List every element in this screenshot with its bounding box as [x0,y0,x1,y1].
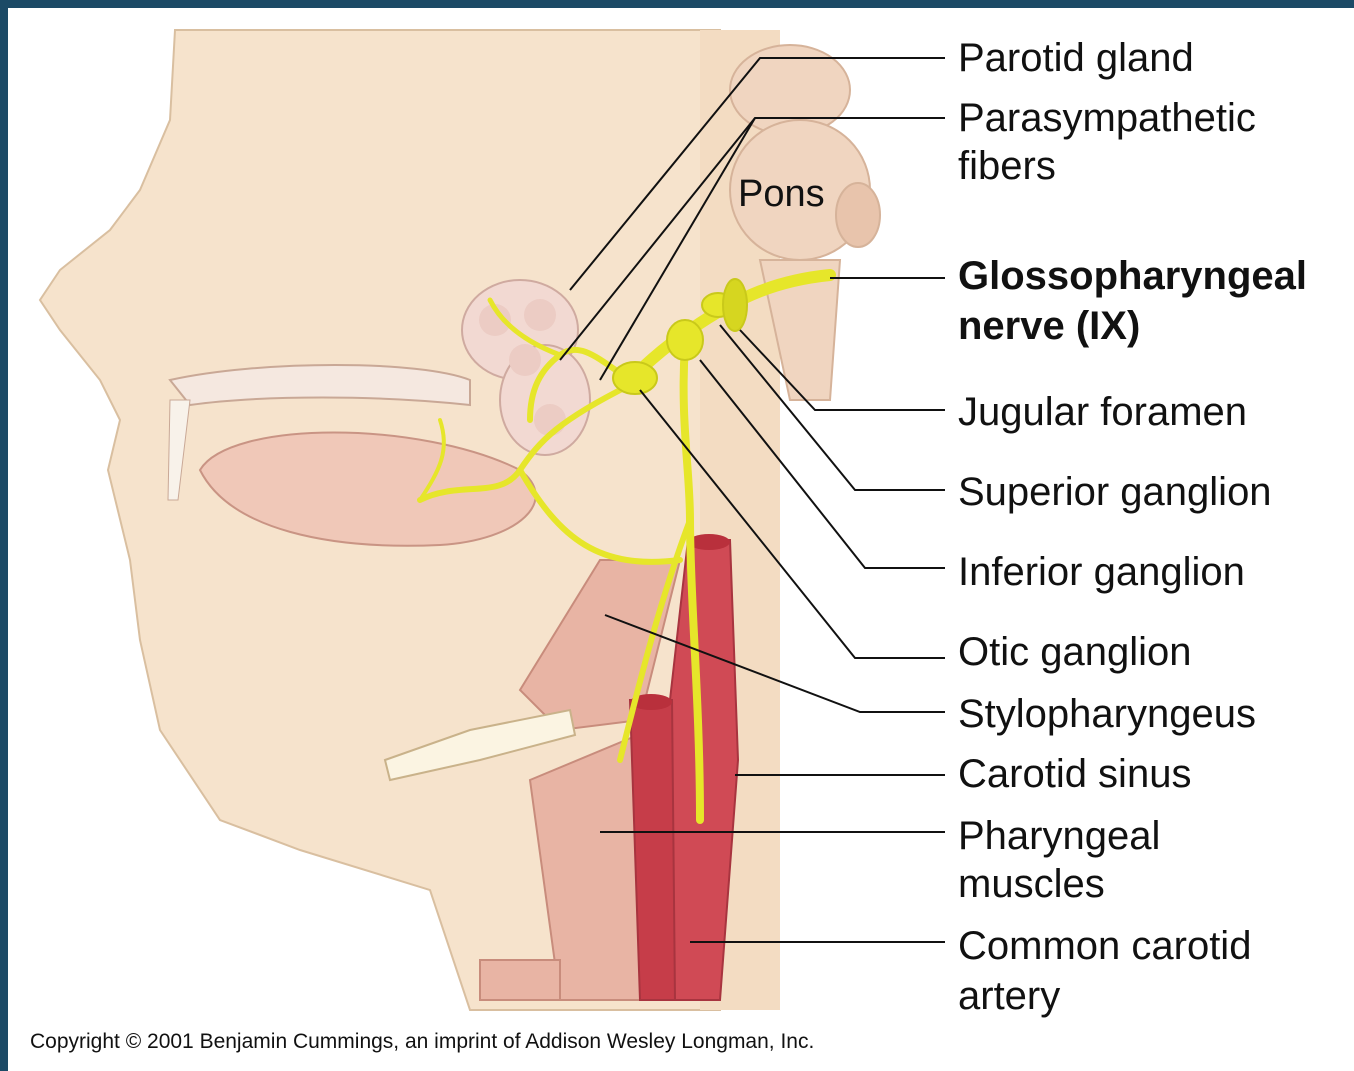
copyright-notice: Copyright © 2001 Benjamin Cummings, an i… [30,1030,814,1054]
inferior-ganglion [667,320,703,360]
parasympathetic-label-line2: fibers [958,142,1056,190]
otic-ganglion-label: Otic ganglion [958,628,1191,676]
otic-ganglion [613,362,657,394]
superior-ganglion-label: Superior ganglion [958,468,1272,516]
jugular-foramen [723,279,747,331]
carotid-sinus-label: Carotid sinus [958,750,1191,798]
parotid-gland-label: Parotid gland [958,34,1194,82]
pharyngeal-muscles-label-line1: Pharyngeal [958,812,1160,860]
inferior-ganglion-label: Inferior ganglion [958,548,1245,596]
glossopharyngeal-label-line2: nerve (IX) [958,302,1140,350]
pharyngeal-muscles-label-line2: muscles [958,860,1105,908]
common-carotid-label-line2: artery [958,972,1060,1020]
stylopharyngeus-label: Stylopharyngeus [958,690,1256,738]
common-carotid-label-line1: Common carotid [958,922,1251,970]
pons-label: Pons [738,170,825,218]
parasympathetic-label-line1: Parasympathetic [958,94,1256,142]
glossopharyngeal-label-line1: Glossopharyngeal [958,252,1307,300]
jugular-foramen-label: Jugular foramen [958,388,1247,436]
